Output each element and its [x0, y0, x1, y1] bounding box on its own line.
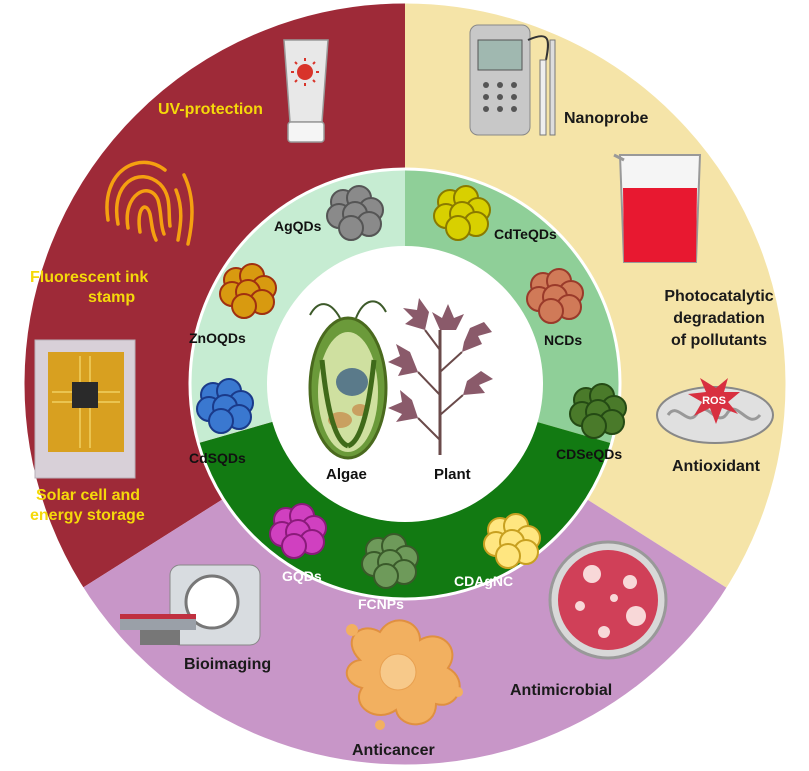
- label-cdteqds: CdTeQDs: [494, 226, 557, 242]
- petri-dish-icon: [548, 540, 668, 660]
- label-agqds: AgQDs: [274, 218, 322, 234]
- plant-icon: [388, 298, 493, 455]
- nanoparticle: [538, 298, 564, 324]
- label-plant: Plant: [434, 466, 471, 483]
- nanoparticle: [208, 408, 234, 434]
- solar-cell-chip-icon: [34, 339, 136, 479]
- beaker-icon: [613, 153, 702, 263]
- label-fluorescent-ink-stamp: Fluorescent ink stamp: [30, 268, 148, 308]
- label-antimicrobial: Antimicrobial: [510, 682, 613, 699]
- label-algae: Algae: [326, 466, 367, 483]
- nanoparticle-cluster: [361, 533, 419, 589]
- label-fcnps: FCNPs: [358, 596, 404, 612]
- nanoparticle-cluster: [433, 185, 491, 241]
- nanoparticle-clusters: [196, 185, 627, 589]
- label-line: of pollutants: [671, 332, 767, 349]
- nanoparticle-cluster: [569, 383, 627, 439]
- nanoparticle: [231, 293, 257, 319]
- label-solar-cell: Solar cell and energy storage: [30, 486, 145, 526]
- mitochondria-ros-icon: ROS: [656, 378, 774, 444]
- label-line: Photocatalytic: [664, 288, 774, 305]
- label-gqds: GQDs: [282, 568, 322, 584]
- label-cdseqds: CDSeQDs: [556, 446, 623, 462]
- nanoparticle: [445, 215, 471, 241]
- nanoparticle: [338, 215, 364, 241]
- label-cdsqds: CdSQDs: [189, 450, 246, 466]
- label-line: degradation: [673, 310, 765, 327]
- label-nanoprobe: Nanoprobe: [564, 110, 649, 127]
- label-line: energy storage: [30, 507, 145, 524]
- nanoparticle: [581, 413, 607, 439]
- nanoparticle-cluster: [483, 513, 541, 569]
- fingerprint-icon: [105, 160, 194, 246]
- label-photocatalytic: Photocatalytic degradation of pollutants: [658, 286, 780, 352]
- center-disc: [267, 246, 543, 522]
- label-line: Solar cell and: [36, 487, 141, 504]
- nanoparticle: [495, 543, 521, 569]
- cancer-cell-icon: [345, 619, 463, 730]
- label-cdagnc: CDAgNC: [454, 573, 514, 589]
- ph-meter-probe-icon: [469, 24, 556, 136]
- label-antioxidant: Antioxidant: [672, 458, 760, 475]
- algae-cell-icon: [308, 300, 388, 460]
- nanoparticle: [281, 533, 307, 559]
- label-znoqds: ZnOQDs: [189, 330, 246, 346]
- ros-label: ROS: [702, 395, 726, 407]
- nanoparticle-cluster: [219, 263, 277, 319]
- nanoparticle-cluster: [269, 503, 327, 559]
- mri-scanner-icon: [120, 564, 261, 646]
- nanoparticle: [373, 563, 399, 589]
- nanoparticle-cluster: [196, 378, 254, 434]
- label-uv-protection: UV-protection: [158, 101, 263, 118]
- nanoparticle-cluster: [326, 185, 384, 241]
- label-ncds: NCDs: [544, 332, 583, 348]
- nanoparticle-cluster: [526, 268, 584, 324]
- label-line: stamp: [88, 289, 136, 306]
- label-bioimaging: Bioimaging: [184, 656, 272, 673]
- label-line: Fluorescent ink: [30, 269, 149, 286]
- sunscreen-tube-icon: [283, 39, 329, 143]
- label-anticancer: Anticancer: [352, 742, 435, 759]
